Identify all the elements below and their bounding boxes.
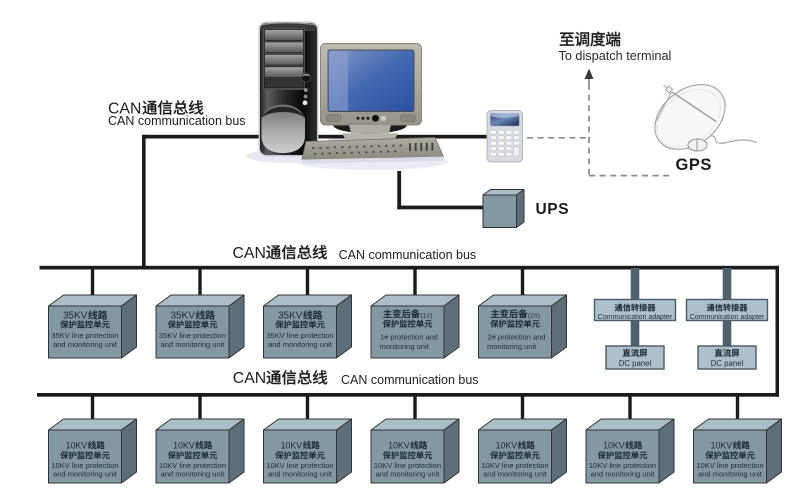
svg-text:35KV: 35KV <box>278 311 303 322</box>
svg-text:10KV line protection: 10KV line protection <box>266 461 333 470</box>
svg-text:and monitoring unit: and monitoring unit <box>698 470 763 479</box>
svg-text:10KV: 10KV <box>66 440 88 450</box>
svg-text:2# protection and: 2# protection and <box>488 333 546 342</box>
svg-text:35KV: 35KV <box>171 311 196 322</box>
svg-text:and monitoring unit: and monitoring unit <box>376 470 441 479</box>
svg-text:GPS: GPS <box>676 156 712 174</box>
svg-text:CAN: CAN <box>233 370 266 387</box>
svg-text:10KV: 10KV <box>603 440 625 450</box>
svg-text:monitoring unit: monitoring unit <box>380 342 430 351</box>
svg-text:10KV: 10KV <box>711 440 733 450</box>
svg-text:CAN: CAN <box>108 100 141 117</box>
svg-text:CAN communication bus: CAN communication bus <box>339 248 477 262</box>
svg-text:DC panel: DC panel <box>619 359 652 368</box>
svg-text:10KV line protection: 10KV line protection <box>481 461 548 470</box>
svg-text:10KV: 10KV <box>496 440 518 450</box>
svg-text:DC panel: DC panel <box>711 359 744 368</box>
svg-text:CAN communication bus: CAN communication bus <box>341 373 479 387</box>
svg-text:To dispatch terminal: To dispatch terminal <box>559 49 672 63</box>
svg-text:and monitoring unit: and monitoring unit <box>591 470 656 479</box>
svg-text:and monitoring unit: and monitoring unit <box>268 340 333 349</box>
svg-text:and monitoring unit: and monitoring unit <box>53 340 118 349</box>
svg-text:10KV line protection: 10KV line protection <box>159 461 226 470</box>
svg-text:and monitoring unit: and monitoring unit <box>161 340 226 349</box>
svg-text:35KV line protection: 35KV line protection <box>266 331 333 340</box>
svg-text:10KV line protection: 10KV line protection <box>696 461 763 470</box>
svg-text:and monitoring unit: and monitoring unit <box>53 470 118 479</box>
svg-text:CAN communication bus: CAN communication bus <box>108 114 246 128</box>
svg-text:Communication adapter: Communication adapter <box>598 314 673 321</box>
svg-text:UPS: UPS <box>536 201 570 218</box>
svg-text:35KV line protection: 35KV line protection <box>51 331 118 340</box>
svg-text:35KV line protection: 35KV line protection <box>159 331 226 340</box>
svg-text:monitoring unit: monitoring unit <box>487 342 537 351</box>
svg-text:10KV: 10KV <box>173 440 195 450</box>
svg-text:and monitoring unit: and monitoring unit <box>161 470 226 479</box>
svg-text:10KV: 10KV <box>281 440 303 450</box>
svg-text:10KV line protection: 10KV line protection <box>589 461 656 470</box>
svg-text:10KV line protection: 10KV line protection <box>374 461 441 470</box>
svg-text:CAN: CAN <box>233 245 266 262</box>
svg-text:10KV line protection: 10KV line protection <box>51 461 118 470</box>
svg-text:35KV: 35KV <box>63 311 88 322</box>
svg-text:1# protection and: 1# protection and <box>380 333 438 342</box>
svg-text:(2#): (2#) <box>528 312 540 319</box>
svg-text:Communication adapter: Communication adapter <box>690 314 765 321</box>
svg-text:and monitoring unit: and monitoring unit <box>483 470 548 479</box>
svg-text:(1#): (1#) <box>420 312 432 319</box>
svg-text:and monitoring unit: and monitoring unit <box>268 470 333 479</box>
svg-text:10KV: 10KV <box>388 440 410 450</box>
